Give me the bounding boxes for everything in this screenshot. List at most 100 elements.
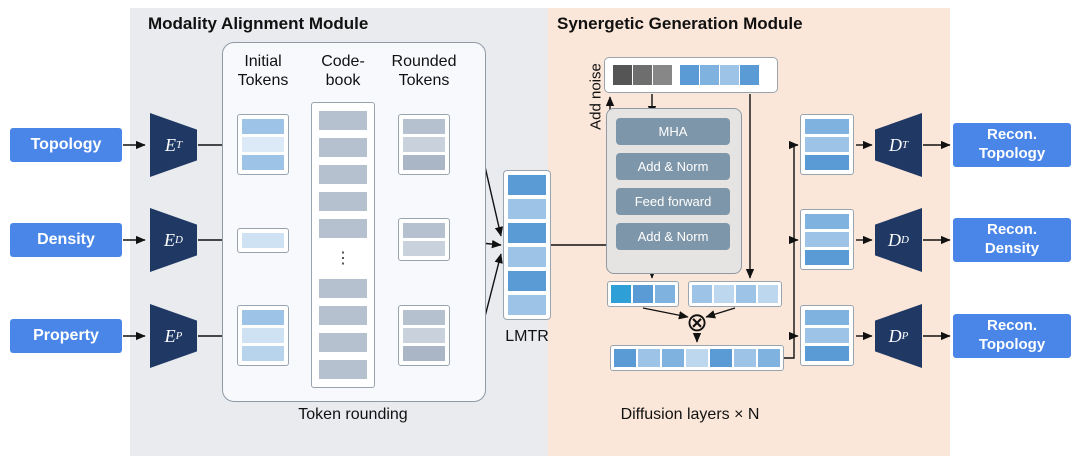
token-bar	[692, 285, 712, 303]
decoder-letter: D	[888, 325, 902, 346]
decoder-letter: D	[888, 229, 902, 250]
diffusion-output-bus	[784, 140, 799, 359]
token-bar	[611, 285, 631, 303]
token-bar	[700, 65, 719, 85]
token-bar	[805, 214, 849, 229]
decoder-subscript: P	[901, 330, 909, 342]
output-label-recon-topology: Recon. Topology	[953, 123, 1071, 167]
modality-alignment-title: Modality Alignment Module	[148, 14, 369, 33]
token-bar	[508, 295, 546, 315]
token-bar	[403, 346, 445, 361]
decoder-arrows	[856, 140, 951, 341]
diffusion-layers-caption: Diffusion layers × N	[620, 406, 760, 423]
output-label-recon-density: Recon. Density	[953, 218, 1071, 262]
token-bar	[805, 310, 849, 325]
token-bar	[633, 285, 653, 303]
column-header-codebook: Code- book	[321, 53, 365, 90]
initial-tokens-density	[237, 228, 289, 253]
token-bar	[403, 137, 445, 152]
recon-tokens-topology	[800, 114, 854, 175]
token-bar	[805, 346, 849, 361]
codebook-lower-entries	[319, 279, 367, 379]
token-bar	[403, 223, 445, 238]
encoder-subscript: P	[175, 330, 183, 342]
token-bar	[242, 346, 284, 361]
token-bar	[319, 306, 367, 325]
token-bar	[736, 285, 756, 303]
token-bar	[242, 155, 284, 170]
encoder-letter: E	[164, 229, 176, 250]
output-label-recon-property: Recon. Topology	[953, 314, 1071, 358]
input-label-density: Density	[10, 223, 122, 257]
token-bar	[242, 119, 284, 134]
add-noise-label: Add noise	[587, 63, 605, 130]
token-bar	[613, 65, 632, 85]
rounded-tokens-topology	[398, 114, 450, 175]
token-bar	[638, 349, 660, 367]
token-bar	[710, 349, 732, 367]
rounded-tokens-density	[398, 218, 450, 261]
token-bar	[805, 232, 849, 247]
input-label-topology: Topology	[10, 128, 122, 162]
input-label-property: Property	[10, 319, 122, 353]
encoder-subscript: T	[175, 139, 183, 151]
feed-forward-layer: Feed forward	[616, 188, 730, 215]
token-bar	[680, 65, 699, 85]
token-bar	[720, 65, 739, 85]
encoder-letter: E	[164, 134, 176, 155]
column-header-initial-tokens: Initial Tokens	[237, 53, 289, 90]
token-bar	[508, 199, 546, 219]
rounded-tokens-property	[398, 305, 450, 366]
decoder-subscript: D	[901, 234, 909, 246]
token-bar	[758, 285, 778, 303]
noised-token-box	[604, 57, 778, 93]
codebook-upper-entries	[319, 111, 367, 238]
lmtr-token-stack	[503, 170, 551, 320]
token-bar	[662, 349, 684, 367]
token-bar	[740, 65, 759, 85]
initial-tokens-topology	[237, 114, 289, 175]
token-bar	[403, 328, 445, 343]
recon-tokens-property	[800, 305, 854, 366]
diffusion-output-row	[610, 345, 784, 371]
column-header-rounded-tokens: Rounded Tokens	[391, 53, 457, 90]
token-rounding-caption: Token rounding	[298, 406, 408, 423]
mha-layer: MHA	[616, 118, 730, 145]
noise-tokens-blue	[680, 65, 759, 85]
token-bar	[508, 175, 546, 195]
decoder-letter: D	[888, 134, 902, 155]
token-bar	[805, 250, 849, 265]
add-norm-layer-2: Add & Norm	[616, 223, 730, 250]
noise-tokens-gray	[613, 65, 672, 85]
token-bar	[319, 192, 367, 211]
token-bar	[319, 219, 367, 238]
token-bar	[242, 310, 284, 325]
token-bar	[319, 279, 367, 298]
token-bar	[655, 285, 675, 303]
token-bar	[242, 328, 284, 343]
add-norm-layer-1: Add & Norm	[616, 153, 730, 180]
token-bar	[734, 349, 756, 367]
encoder-letter: E	[164, 325, 176, 346]
token-bar	[714, 285, 734, 303]
token-bar	[403, 241, 445, 256]
token-bar	[319, 111, 367, 130]
token-bar	[686, 349, 708, 367]
token-bar	[403, 155, 445, 170]
initial-tokens-property	[237, 305, 289, 366]
token-bar	[633, 65, 652, 85]
elementwise-multiply-icon: ⊗	[686, 307, 708, 337]
codebook: ⋮	[311, 102, 375, 388]
token-bar	[758, 349, 780, 367]
token-bar	[653, 65, 672, 85]
token-bar	[805, 119, 849, 134]
token-bar	[242, 233, 284, 248]
synergetic-generation-title: Synergetic Generation Module	[557, 14, 803, 33]
token-bar	[508, 223, 546, 243]
token-bar	[242, 137, 284, 152]
token-bar	[319, 360, 367, 379]
diffusion-row-left	[607, 281, 679, 307]
token-bar	[805, 155, 849, 170]
token-bar	[319, 333, 367, 352]
